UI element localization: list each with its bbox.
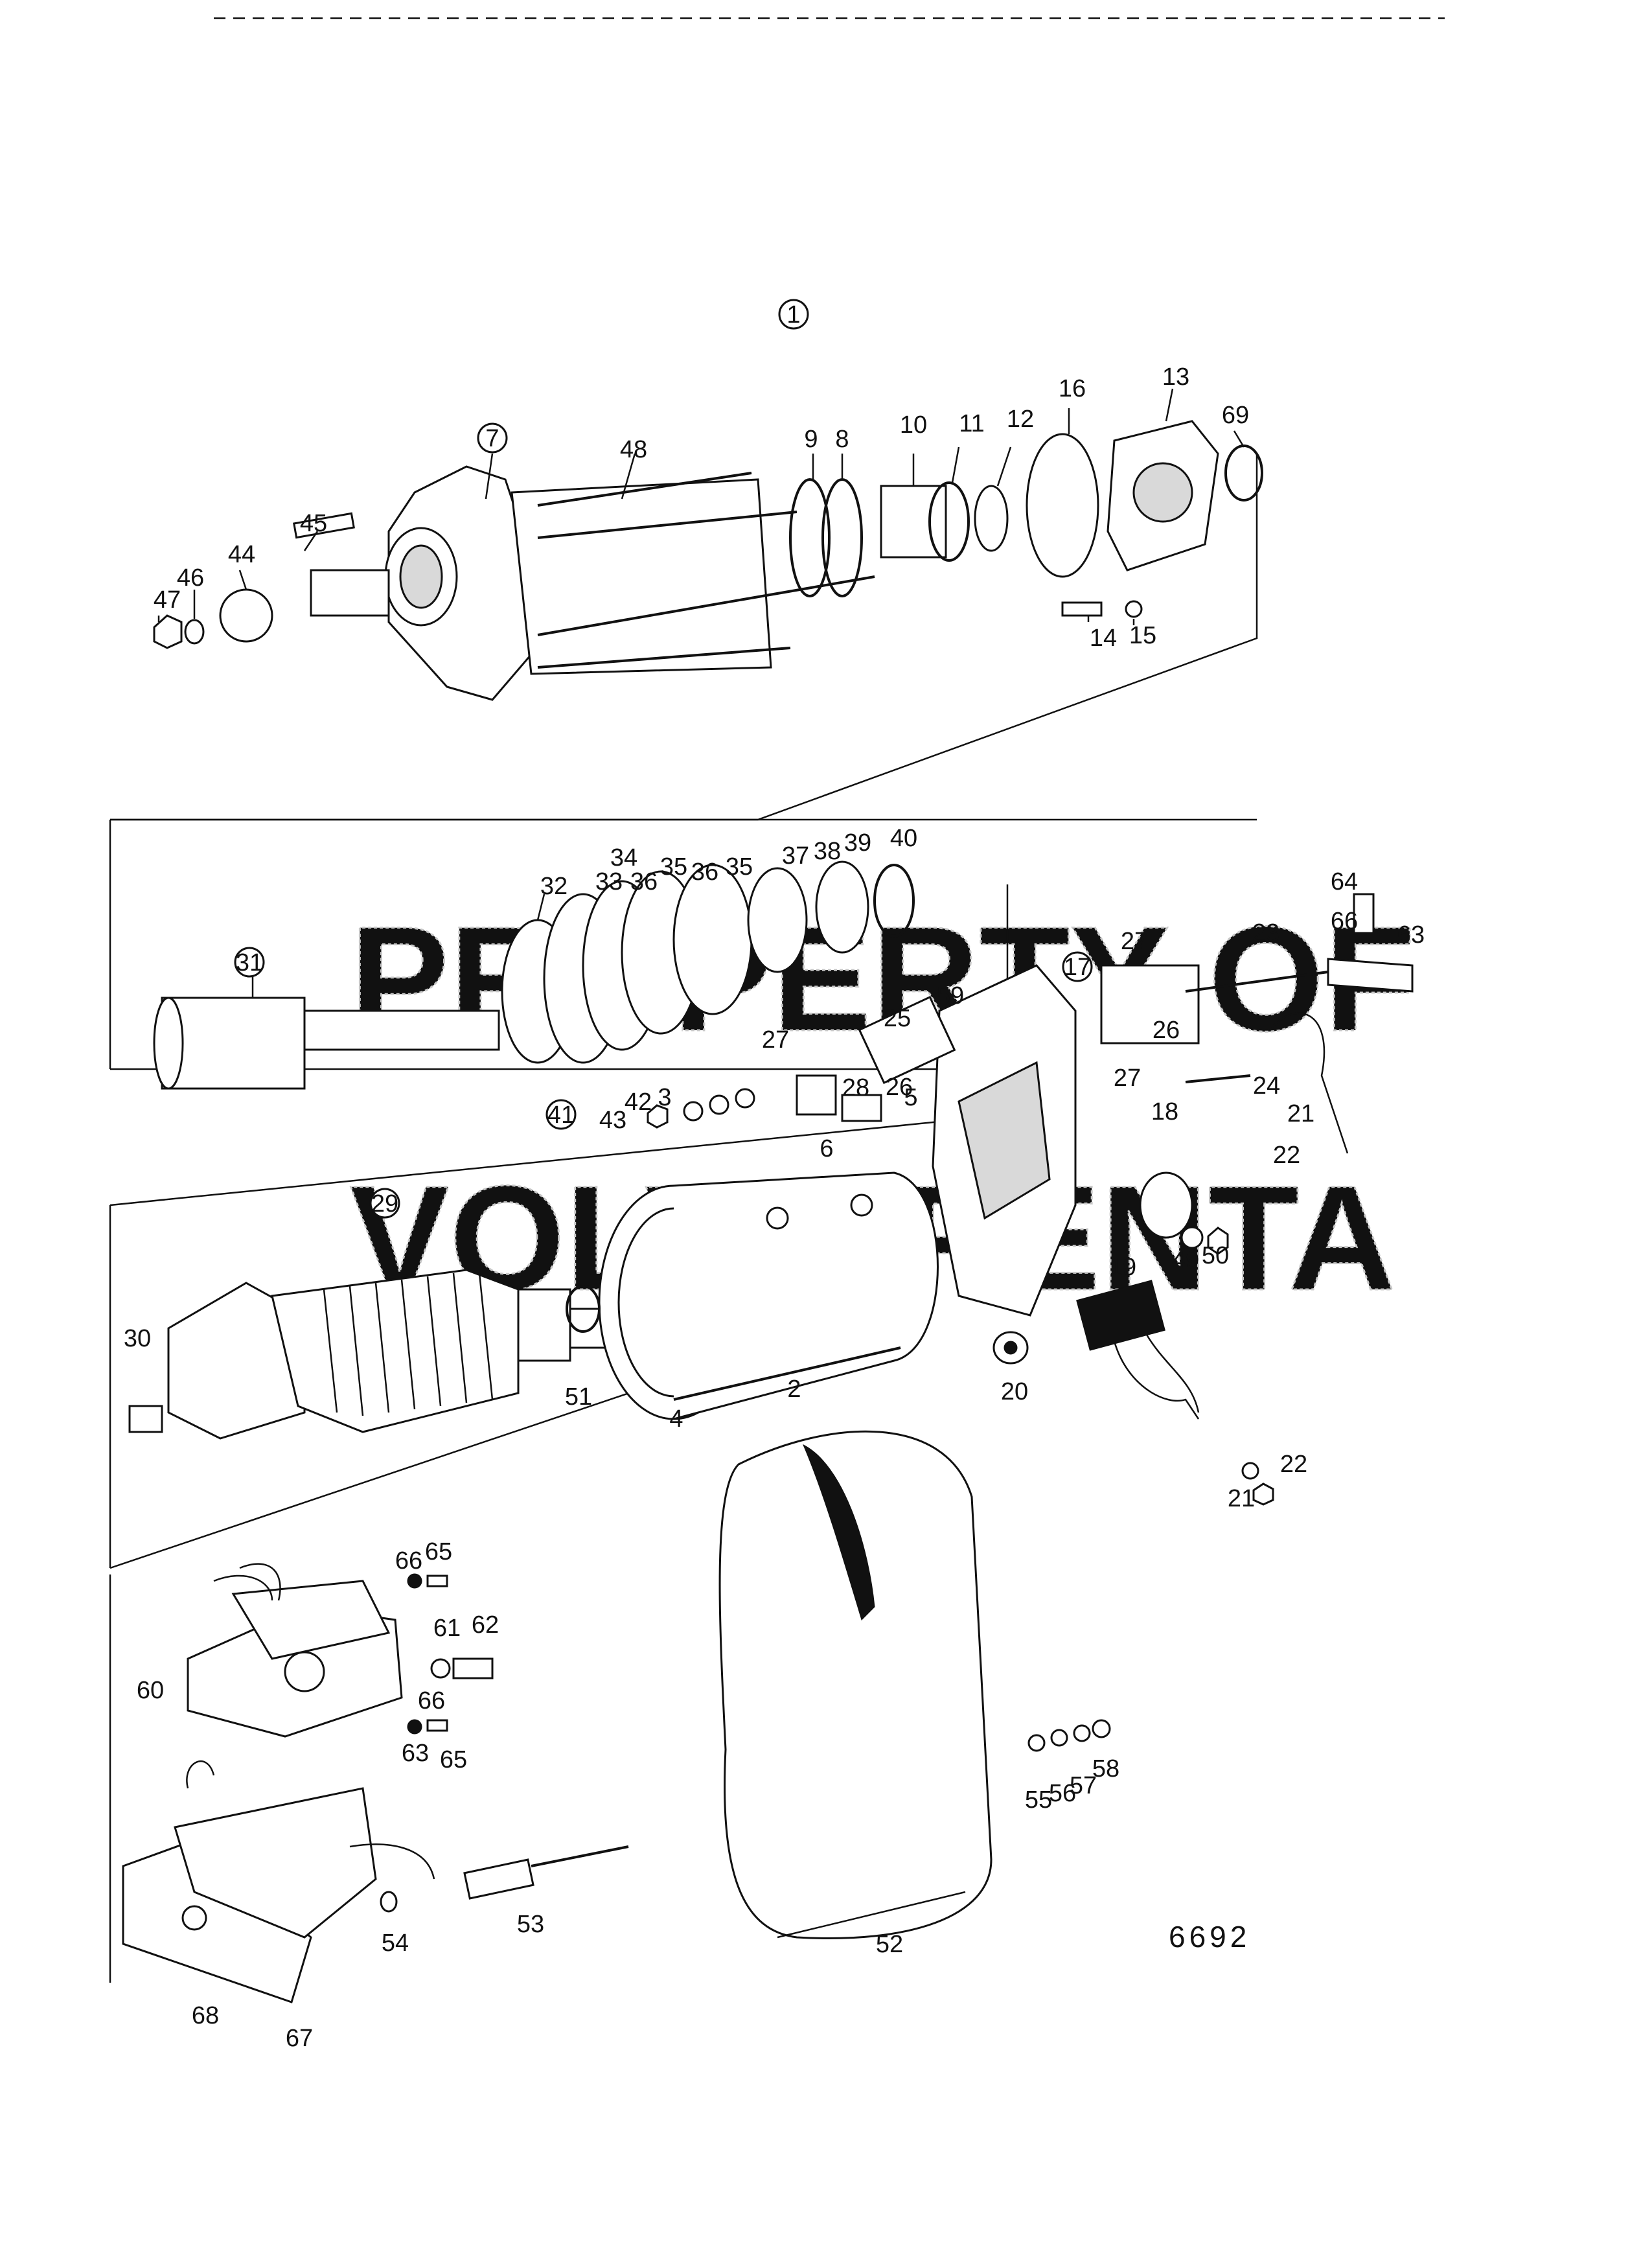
callout-31: 31 [236, 949, 263, 976]
callout-63-b: 63 [402, 1740, 429, 1767]
yoke [566, 1171, 939, 1420]
callout-53: 53 [517, 1911, 544, 1938]
callout-14: 14 [1090, 625, 1117, 652]
callout-35-b: 35 [726, 853, 753, 881]
callout-36: 36 [630, 868, 658, 895]
callout-28: 28 [842, 1074, 869, 1101]
gear-stack [153, 860, 915, 1090]
callout-13: 13 [1162, 363, 1189, 391]
callout-65: 65 [425, 1538, 452, 1565]
callout-35: 35 [660, 853, 687, 881]
callout-19: 19 [1109, 1254, 1136, 1281]
rings-bearing [789, 433, 1099, 597]
brush-holder [992, 1280, 1274, 1506]
end-plate [1061, 420, 1263, 618]
callout-26-b: 26 [886, 1074, 913, 1101]
callout-7: 7 [485, 425, 499, 452]
callout-49: 49 [1172, 1247, 1199, 1274]
callout-26: 26 [1153, 1017, 1180, 1044]
callout-45: 45 [300, 510, 327, 537]
tie-rods [537, 472, 875, 669]
assembly-1: 1 [778, 299, 809, 330]
callout-61: 61 [433, 1615, 461, 1642]
callout-48: 48 [620, 436, 647, 463]
callout-30: 30 [124, 1325, 151, 1352]
callout-3: 3 [658, 1084, 671, 1111]
callout-25: 25 [884, 1005, 911, 1032]
callout-50: 50 [1202, 1242, 1229, 1269]
solenoid-lower [122, 1760, 629, 2003]
callout-15: 15 [1129, 622, 1156, 649]
callout-65-b: 65 [440, 1746, 467, 1773]
callout-21: 21 [1287, 1100, 1314, 1127]
callout-32: 32 [540, 873, 568, 900]
callout-58: 58 [1092, 1755, 1119, 1782]
callout-41: 41 [547, 1101, 575, 1129]
callout-8: 8 [835, 426, 849, 453]
callout-54: 54 [382, 1930, 409, 1957]
callout-59: 59 [937, 982, 964, 1009]
callout-22-b: 22 [1280, 1451, 1307, 1478]
callout-27-c: 27 [1114, 1065, 1141, 1092]
callout-labels: 7 48 45 44 46 47 9 8 10 11 12 16 13 69 1… [124, 363, 1425, 2052]
callout-9: 9 [804, 426, 818, 453]
callout-29: 29 [371, 1190, 398, 1217]
solenoid-upper [187, 1563, 494, 1738]
callout-44: 44 [228, 541, 255, 568]
callout-37: 37 [782, 842, 809, 870]
callout-66-b: 66 [395, 1547, 422, 1574]
callout-40: 40 [890, 825, 917, 852]
callout-6: 6 [820, 1135, 833, 1162]
callout-55: 55 [1025, 1786, 1052, 1814]
brush-end-cover [858, 958, 1414, 1317]
callout-23: 23 [1252, 919, 1279, 947]
callout-68: 68 [192, 2002, 219, 2029]
callout-27-b: 27 [1121, 928, 1148, 955]
callout-2: 2 [787, 1376, 801, 1403]
callout-17: 17 [1064, 954, 1091, 981]
callout-47: 47 [154, 586, 181, 614]
callout-27: 27 [762, 1026, 789, 1054]
callout-66-c: 66 [418, 1687, 445, 1714]
callout-56: 56 [1049, 1780, 1076, 1807]
callout-5: 5 [904, 1084, 917, 1111]
callout-33: 33 [595, 868, 623, 895]
callout-38: 38 [814, 838, 841, 865]
callout-36-b: 36 [691, 859, 718, 886]
dust-cover [718, 1430, 1111, 1939]
pinion [153, 512, 390, 649]
callout-10: 10 [900, 411, 927, 439]
callout-21-b: 21 [1228, 1485, 1255, 1512]
assembly-number: 1 [786, 301, 800, 329]
callout-69: 69 [1222, 402, 1249, 429]
callout-67: 67 [286, 2025, 313, 2052]
callout-12: 12 [1007, 406, 1034, 433]
small-hardware [647, 893, 1375, 1129]
callout-18: 18 [1151, 1098, 1178, 1125]
callout-43: 43 [599, 1107, 626, 1134]
callout-34: 34 [610, 844, 637, 871]
callout-62: 62 [472, 1611, 499, 1639]
callout-64: 64 [1331, 868, 1358, 895]
callout-63: 63 [1397, 921, 1425, 949]
callout-42: 42 [625, 1089, 652, 1116]
callout-39: 39 [844, 829, 871, 857]
callout-16: 16 [1059, 375, 1086, 402]
callout-60: 60 [137, 1677, 164, 1704]
callout-46: 46 [177, 564, 204, 592]
callout-22: 22 [1273, 1142, 1300, 1169]
drive-end-bracket [384, 465, 772, 701]
drawing-code: 6692 [1169, 1920, 1250, 1954]
callout-57: 57 [1070, 1772, 1097, 1799]
callout-66: 66 [1331, 908, 1358, 935]
callout-24: 24 [1253, 1072, 1280, 1100]
callout-52: 52 [876, 1931, 903, 1958]
callout-20: 20 [1001, 1378, 1028, 1405]
callout-51: 51 [565, 1383, 592, 1411]
leader-lines [157, 388, 1245, 998]
callout-11: 11 [959, 410, 984, 437]
callout-4: 4 [669, 1405, 683, 1433]
